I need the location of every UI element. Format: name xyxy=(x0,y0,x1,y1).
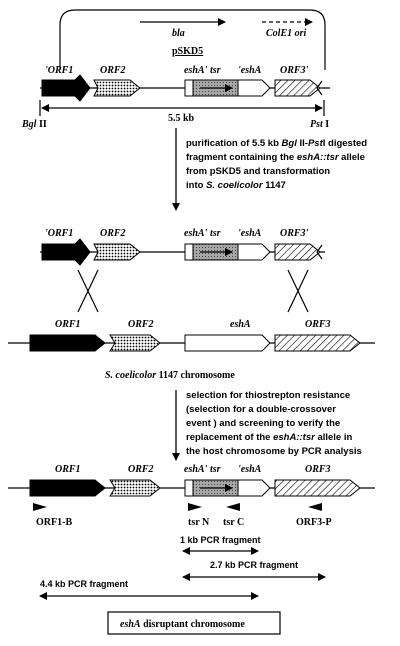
plasmid-esha-prime-box xyxy=(184,79,194,97)
disr-orf2-label: ORF2 xyxy=(128,464,154,475)
final-label: eshA disruptant chromosome xyxy=(120,619,245,630)
step1-text: purification of 5.5 kb Bgl II-PstI diges… xyxy=(186,138,367,191)
chrom-orf3-gene xyxy=(274,334,361,352)
primer-orf1b-label: ORF1-B xyxy=(36,517,72,528)
bgl-label: Bgl II xyxy=(21,119,47,130)
step2-text: selection for thiostrepton resistance (s… xyxy=(186,390,362,457)
plasmid-pskd5: bla ColE1 ori pSKD5 'ORF1 ORF2 eshA' tsr… xyxy=(21,9,330,130)
svg-text:the host chromosome by PCR ana: the host chromosome by PCR analysis xyxy=(186,446,362,457)
svg-text:from pSKD5 and transformation: from pSKD5 and transformation xyxy=(186,166,330,177)
disr-orf3-gene xyxy=(274,479,361,497)
pcr-2-7kb-label: 2.7 kb PCR fragment xyxy=(210,560,298,570)
chrom-orf2-gene xyxy=(109,334,161,352)
disr-esha-trunc-label: 'eshA xyxy=(238,464,262,475)
fragment-tsr-label: tsr xyxy=(210,228,221,239)
plasmid-esha-trunc-label: 'eshA xyxy=(238,65,262,76)
plasmid-orf1-label: 'ORF1 xyxy=(45,65,73,76)
fragment-esha-gene xyxy=(237,243,271,261)
bla-label: bla xyxy=(172,28,185,39)
pst-label: Pst I xyxy=(310,119,329,130)
svg-text:fragment containing the eshA::: fragment containing the eshA::tsr allele xyxy=(186,152,365,163)
chrom-esha-gene xyxy=(184,334,271,352)
pcr-1kb-label: 1 kb PCR fragment xyxy=(180,535,261,545)
plasmid-orf3-gene xyxy=(274,79,321,97)
disr-orf3-label: ORF3 xyxy=(305,464,331,475)
svg-text:event ) and screening to verif: event ) and screening to verify the xyxy=(186,418,340,429)
disr-tsr-label: tsr xyxy=(210,464,221,475)
disruptant-chromosome: ORF1 ORF2 eshA' tsr 'eshA ORF3 ORF1-B ts… xyxy=(8,464,375,635)
fragment-orf1-gene xyxy=(41,238,91,266)
size-label: 5.5 kb xyxy=(168,113,195,124)
plasmid-orf3-label: ORF3' xyxy=(280,65,309,76)
primer-tsrn-label: tsr N xyxy=(188,517,210,528)
plasmid-orf2-gene xyxy=(93,79,141,97)
fragment-esha-prime-label: eshA' xyxy=(184,228,208,239)
chrom-orf3-label: ORF3 xyxy=(305,319,331,330)
disr-orf2-gene xyxy=(109,479,161,497)
disr-orf1-gene xyxy=(29,479,106,497)
svg-text:selection for thiostrepton res: selection for thiostrepton resistance xyxy=(186,390,350,401)
linear-fragment: 'ORF1 ORF2 eshA' tsr 'eshA ORF3' xyxy=(40,228,325,266)
disr-esha-gene xyxy=(237,479,271,497)
plasmid-break-mark xyxy=(316,80,323,96)
chrom-orf1-label: ORF1 xyxy=(55,319,81,330)
chromosome-label: S. coelicolor 1147 chromosome xyxy=(105,370,235,381)
plasmid-esha-trunc-gene xyxy=(237,79,271,97)
svg-text:(selection for a double-crosso: (selection for a double-crossover xyxy=(186,404,336,415)
fragment-esha-trunc-label: 'eshA xyxy=(238,228,262,239)
cole1-label: ColE1 ori xyxy=(266,28,307,39)
wildtype-chromosome: ORF1 ORF2 eshA ORF3 S. coelicolor 1147 c… xyxy=(8,319,375,381)
fragment-orf2-label: ORF2 xyxy=(100,228,126,239)
plasmid-orf2-label: ORF2 xyxy=(100,65,126,76)
plasmid-orf1-gene xyxy=(41,74,91,102)
disr-orf1-label: ORF1 xyxy=(55,464,81,475)
disr-esha-prime-label: eshA' xyxy=(184,464,208,475)
svg-text:replacement of the eshA::tsr a: replacement of the eshA::tsr allele in xyxy=(186,432,352,443)
primer-orf3p-label: ORF3-P xyxy=(296,517,332,528)
fragment-orf3-gene xyxy=(274,243,321,261)
svg-text:purification of 5.5 kb Bgl II-: purification of 5.5 kb Bgl II-PstI diges… xyxy=(186,138,367,149)
plasmid-esha-prime-label: eshA' xyxy=(184,65,208,76)
pcr-4-4kb-label: 4.4 kb PCR fragment xyxy=(40,579,128,589)
plasmid-tsr-label: tsr xyxy=(210,65,221,76)
fragment-orf2-gene xyxy=(93,243,141,261)
chrom-esha-label: eshA xyxy=(230,319,251,330)
fragment-orf1-label: 'ORF1 xyxy=(45,228,73,239)
plasmid-title: pSKD5 xyxy=(172,46,203,57)
fragment-orf3-label: ORF3' xyxy=(280,228,309,239)
crossover-right xyxy=(287,269,309,313)
primer-tsrc-label: tsr C xyxy=(223,517,244,528)
final-label-box xyxy=(107,611,281,635)
crossover-left xyxy=(77,269,99,313)
plasmid-backbone xyxy=(59,9,326,70)
chrom-orf1-gene xyxy=(29,334,106,352)
chrom-orf2-label: ORF2 xyxy=(128,319,154,330)
svg-text:into S. coelicolor 1147: into S. coelicolor 1147 xyxy=(186,180,286,191)
